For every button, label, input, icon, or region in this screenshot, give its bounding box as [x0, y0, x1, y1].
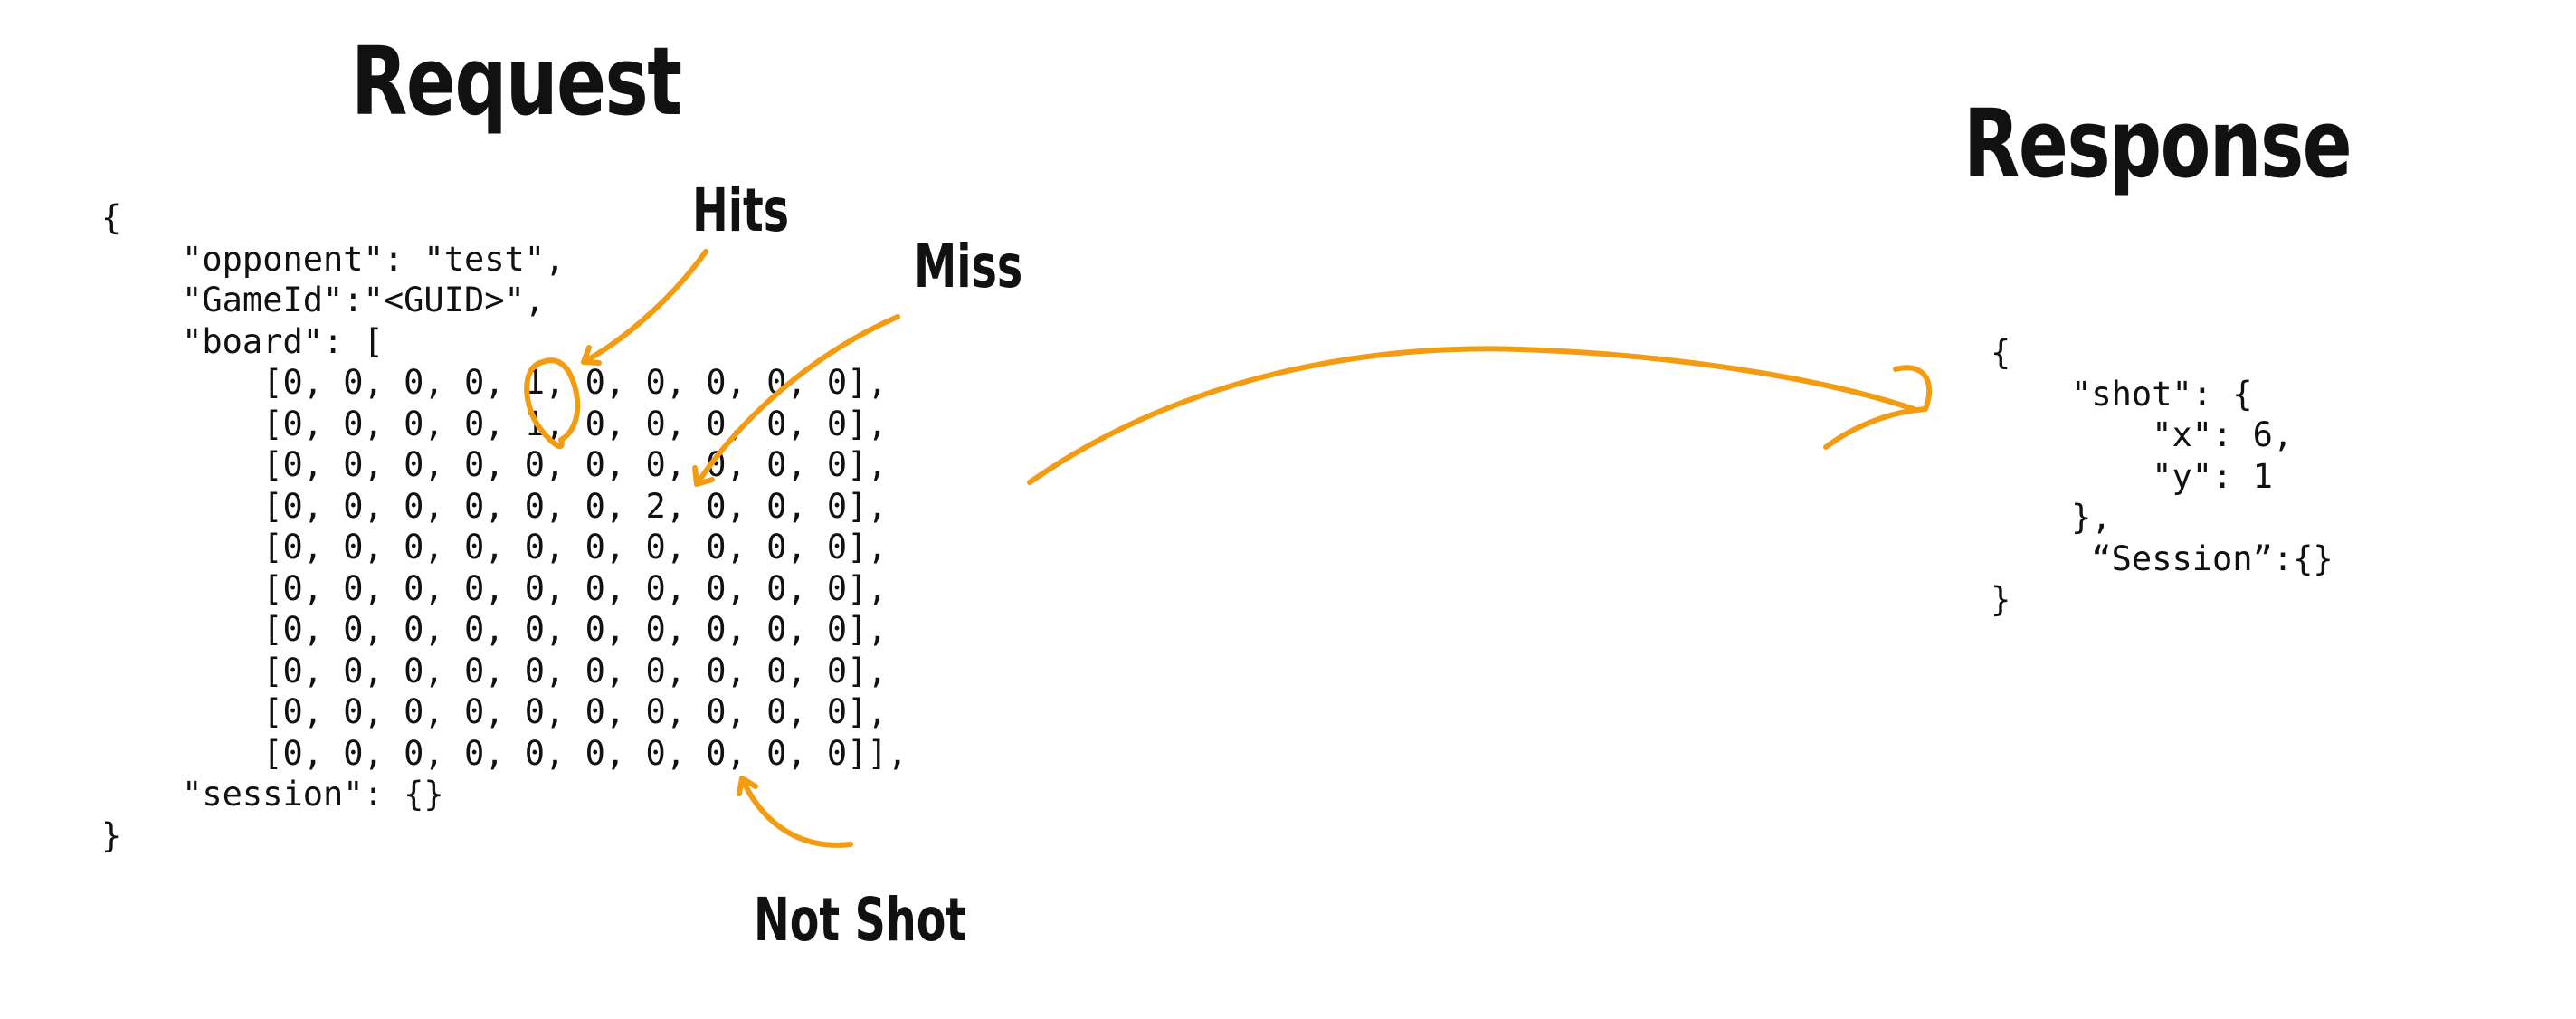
not-shot-arrow: [739, 776, 853, 848]
hits-label: Hits: [692, 176, 790, 245]
miss-arrowhead: [692, 465, 715, 487]
miss-label: Miss: [914, 232, 1023, 301]
flow-arrow: [1027, 346, 1916, 485]
hits-arrowhead: [581, 345, 602, 366]
miss-arrow: [694, 314, 900, 487]
hits-arrow: [581, 249, 708, 365]
response-json: { "shot": { "x": 6, "y": 1 }, “Session”:…: [1991, 333, 2334, 619]
not-shot-label: Not Shot: [754, 885, 967, 955]
not-shot-arrowhead: [737, 776, 758, 796]
request-json: { "opponent": "test", "GameId":"<GUID>",…: [101, 198, 908, 855]
response-title: Response: [1963, 89, 2353, 199]
request-title: Request: [351, 26, 682, 137]
flow-arrowhead: [1823, 365, 1933, 450]
hit-circle: [524, 357, 581, 450]
